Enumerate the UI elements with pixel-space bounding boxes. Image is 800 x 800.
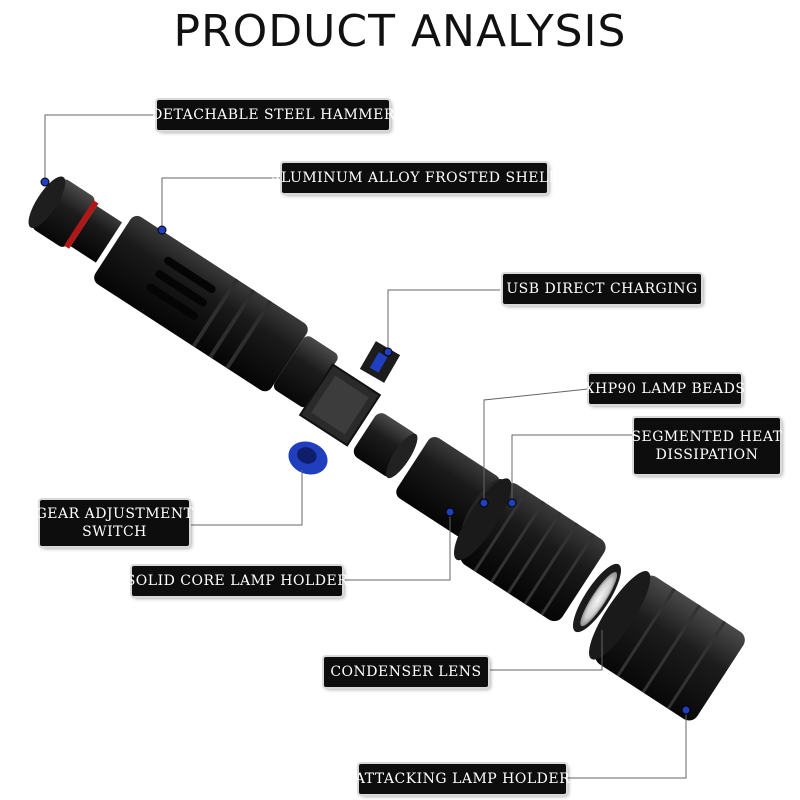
grip-groove	[146, 283, 199, 320]
dot-usb	[383, 347, 393, 357]
callout-hammer	[44, 114, 155, 180]
red-o-ring	[64, 200, 99, 249]
label-attacking-lamp-holder: ATTACKING LAMP HOLDER	[355, 764, 570, 794]
body-collar	[273, 336, 338, 408]
label-gear-adjustment-switch: GEAR ADJUSTMENT SWITCH	[36, 500, 193, 546]
body-ridge	[191, 278, 239, 348]
callout-heat	[511, 434, 632, 500]
grip-groove	[163, 256, 216, 294]
dot-shell	[157, 225, 167, 235]
gear-switch-button	[288, 441, 328, 475]
callout-usb	[387, 289, 500, 348]
page-title: PRODUCT ANALYSIS	[173, 6, 627, 57]
callout-beads	[483, 388, 589, 500]
label-aluminum-alloy-frosted-shell: ALUMINUM ALLOY FROSTED SHELL	[270, 163, 558, 193]
switch-window	[311, 375, 369, 435]
callout-core	[342, 512, 451, 581]
tail-neck	[70, 206, 123, 263]
label-xhp90-lamp-beads: XHP90 LAMP BEADS	[585, 374, 745, 404]
usb-charging-cover	[359, 341, 401, 383]
grip-groove	[155, 270, 207, 307]
condenser-lens	[580, 571, 618, 627]
dot-core	[445, 507, 455, 517]
label-condenser-lens: CONDENSER LENS	[324, 657, 488, 687]
body-ridge	[225, 300, 273, 370]
dot-hammer	[40, 177, 50, 187]
label-segmented-heat-dissipation: SEGMENTED HEAT DISSIPATION	[631, 418, 782, 474]
callout-shell	[161, 177, 280, 228]
label-usb-direct-charging: USB DIRECT CHARGING	[503, 274, 701, 304]
dot-attack	[681, 705, 691, 715]
dot-heat	[507, 498, 517, 508]
callout-lens	[488, 630, 603, 671]
body-ridge	[208, 289, 256, 359]
callout-dots	[40, 177, 691, 715]
callout-attack	[568, 712, 687, 779]
label-detachable-steel-hammer: DETACHABLE STEEL HAMMER	[151, 100, 394, 130]
dot-beads	[479, 498, 489, 508]
callout-lines	[44, 114, 687, 779]
callout-gear	[190, 470, 303, 526]
tail-cap-end	[28, 176, 66, 228]
tail-cap	[32, 179, 95, 247]
flashlight-body	[28, 176, 745, 721]
label-solid-core-lamp-holder: SOLID CORE LAMP HOLDER	[126, 566, 348, 596]
